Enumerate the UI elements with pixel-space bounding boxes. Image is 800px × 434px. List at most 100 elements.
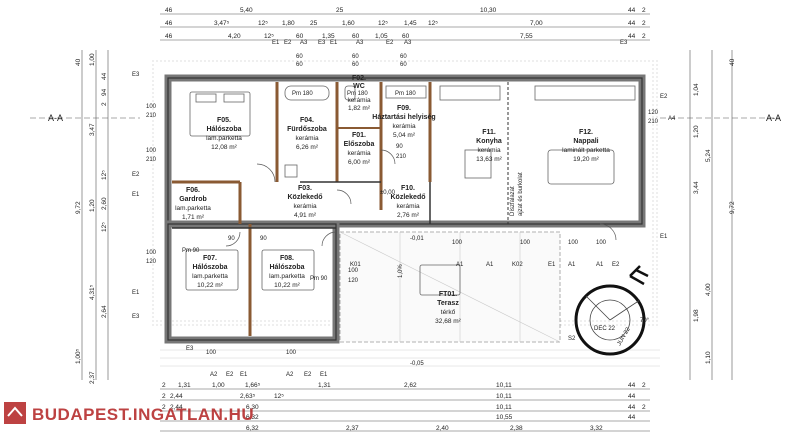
dim-text: 1,80 xyxy=(282,20,295,27)
opening-tag: 100 xyxy=(452,240,463,246)
dim-text: 12⁵ xyxy=(101,170,108,180)
tag-e2: E2 xyxy=(226,372,234,378)
opening-tag: 90 xyxy=(396,144,403,150)
tag-e3: E3 xyxy=(318,40,326,46)
tag-a1: A1 xyxy=(568,262,576,268)
tag-e2: E2 xyxy=(386,40,394,46)
room-FT01: FT01. Terasz térkő 32,68 m² xyxy=(435,291,461,325)
room-area: 6,26 m² xyxy=(296,144,319,151)
dim-text: 3,32 xyxy=(590,425,603,432)
tag-e2: E2 xyxy=(612,262,620,268)
element-tags: E1 E2 A3 E3 E1 A3 E2 A3 E3 E3 E2 E1 E1 E… xyxy=(132,40,676,378)
opening-tag: 60 xyxy=(352,62,359,68)
room-id: F08. xyxy=(280,255,294,262)
room-area: 32,68 m² xyxy=(435,318,461,325)
opening-tag: 120 xyxy=(648,110,659,116)
dim-text: 1,00 xyxy=(89,53,96,66)
opening-tag: 120 xyxy=(348,278,359,284)
dim-text: 60 xyxy=(352,33,360,40)
dim-text: 44 xyxy=(628,393,636,400)
dim-text: 2,64 xyxy=(101,305,108,318)
paving-grid xyxy=(160,349,660,367)
pm-tag: Pm 90 xyxy=(310,276,328,282)
room-id: F09. xyxy=(397,105,411,112)
opening-tag: 100 xyxy=(520,240,531,246)
dim-text: 2 xyxy=(642,382,646,389)
opening-tag: 100 xyxy=(146,148,157,154)
dim-text: 2,44 xyxy=(170,404,183,411)
room-area: 2,76 m² xyxy=(397,212,420,219)
tag-e1: E1 xyxy=(132,192,140,198)
dim-text: 44 xyxy=(101,72,108,80)
divider-label: Díszfalazat xyxy=(510,186,516,216)
tag-a2: A2 xyxy=(286,372,294,378)
bottom-dims-row3: 2 2,44 6,30 10,11 44 2 xyxy=(162,404,646,411)
section-mark-right: A-A xyxy=(766,113,781,123)
room-name: Közlekedő xyxy=(390,194,425,201)
tag-a2: A2 xyxy=(210,372,218,378)
pm-tags: Pm 180 Pm 180 Pm 180 Pm 90 Pm 90 xyxy=(182,91,416,282)
tag-e2: E2 xyxy=(304,372,312,378)
opening-tag: 210 xyxy=(146,157,157,163)
tag-e3: E3 xyxy=(186,346,194,352)
dim-text: 6,30 xyxy=(246,404,259,411)
dim-text: 1,35 xyxy=(322,33,335,40)
dim-text: 2,63⁵ xyxy=(240,393,256,400)
tag-k02: K02 xyxy=(512,262,523,268)
dim-text: 2 xyxy=(101,102,108,106)
dim-text: 2,62 xyxy=(404,382,417,389)
room-id: F05. xyxy=(217,117,231,124)
opening-tag: 100 xyxy=(146,250,157,256)
tag-e1: E1 xyxy=(548,262,556,268)
dim-text: 6,32 xyxy=(246,425,259,432)
room-name: Terasz xyxy=(437,300,459,307)
bottom-dim-lines xyxy=(160,388,650,432)
dim-text: 60 xyxy=(402,33,410,40)
room-floor: kerámia xyxy=(295,135,319,142)
room-name: Előszoba xyxy=(344,141,375,148)
dim-text: 2,38 xyxy=(510,425,523,432)
opening-tag: 100 xyxy=(596,240,607,246)
room-id: F07. xyxy=(203,255,217,262)
dim-text: 9,72 xyxy=(729,201,736,214)
level-mark: -0,05 xyxy=(410,361,424,367)
opening-tag: 60 xyxy=(296,62,303,68)
dim-text: 2,60 xyxy=(101,197,108,210)
room-id: F02. xyxy=(352,75,366,82)
dim-text: 60 xyxy=(296,33,304,40)
bottom-dims-row2: 2 2,44 2,63⁵ 12⁵ 10,11 44 xyxy=(162,393,636,400)
room-name: Közlekedő xyxy=(287,194,322,201)
room-id: F04. xyxy=(300,117,314,124)
tag-e1: E1 xyxy=(330,40,338,46)
slope-mark: 1,0% xyxy=(398,264,404,278)
dim-text: 94 xyxy=(101,88,108,96)
opening-tag: 100 xyxy=(568,240,579,246)
dim-text: 12⁵ xyxy=(258,20,268,27)
dim-text: 1,45 xyxy=(404,20,417,27)
dim-text: 9,72 xyxy=(75,201,82,214)
dim-text: 12⁵ xyxy=(428,20,438,27)
room-F08: F08. Hálószoba lam.parketta 10,22 m² xyxy=(269,255,305,289)
room-floor: kerámia xyxy=(477,147,501,154)
dim-text: 7,00 xyxy=(530,20,543,27)
dim-text: 10,11 xyxy=(496,393,512,400)
tag-e1: E1 xyxy=(132,290,140,296)
section-mark-left: A-A xyxy=(48,113,63,123)
room-area: 4,91 m² xyxy=(294,212,317,219)
dim-text: 2 xyxy=(642,404,646,411)
dim-text: 5,40 xyxy=(240,7,253,14)
dim-text: 1,20 xyxy=(693,125,700,138)
room-id: F01. xyxy=(352,132,366,139)
room-F12: F12. Nappali laminált parketta 19,20 m² xyxy=(562,129,610,163)
tag-e2: E2 xyxy=(284,40,292,46)
room-area: 6,00 m² xyxy=(348,159,371,166)
opening-tag: 210 xyxy=(396,154,407,160)
dim-text: 4,31⁵ xyxy=(89,284,96,300)
room-id: F11. xyxy=(482,129,496,136)
room-area: 13,63 m² xyxy=(476,156,502,163)
sun-dec: DEC 22 xyxy=(594,326,616,332)
dim-text: 44 xyxy=(628,382,636,389)
dim-text: 3,44 xyxy=(693,181,700,194)
dim-text: 2 xyxy=(162,393,166,400)
